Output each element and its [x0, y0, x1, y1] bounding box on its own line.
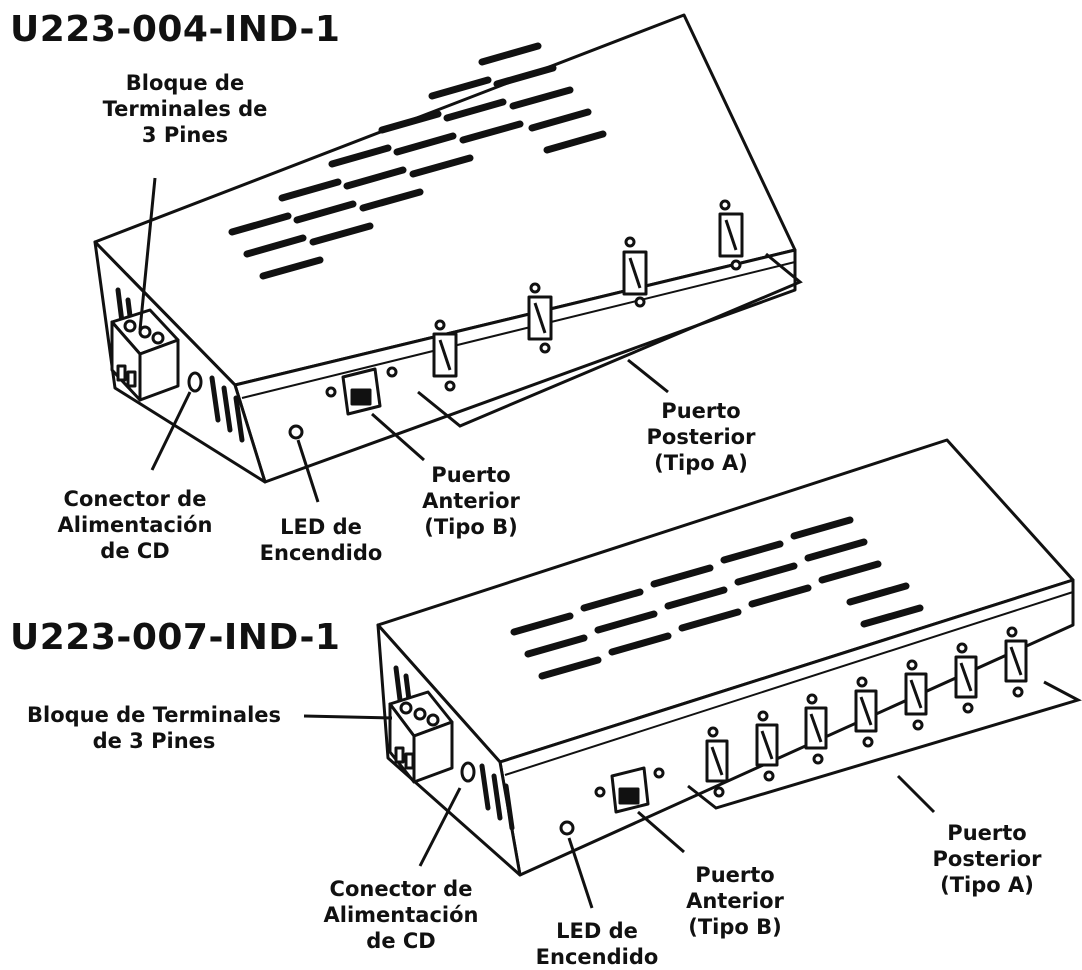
hub1-rear-port-label: Puerto Posterior (Tipo A) [646, 399, 756, 475]
hub1-terminal-block-label: Bloque de Terminales de 3 Pines [102, 71, 268, 147]
hub1-dc-connector-label: Conector de Alimentación de CD [57, 487, 213, 563]
hub2-end-vents [393, 665, 515, 831]
hub2-dc-connector [460, 761, 476, 783]
hub2-illustration [376, 438, 1075, 877]
hub2-terminal-block-label: Bloque de Terminales de 3 Pines [26, 703, 282, 753]
hub1-dc-connector [187, 371, 203, 393]
hub1-power-led [288, 424, 304, 440]
hub2-callout-lines [303, 680, 1082, 909]
hub1-model-title: U223-004-IND-1 [10, 9, 341, 50]
hub1-terminal-block [110, 308, 180, 402]
hub2-rear-port-label: Puerto Posterior (Tipo A) [932, 821, 1042, 897]
hub1-end-face [93, 240, 267, 484]
hub2-front-port-label: Puerto Anterior (Tipo B) [686, 863, 784, 939]
hub2-front-port-usb-b [594, 766, 665, 814]
hub2-model-title: U223-007-IND-1 [10, 617, 341, 658]
hub2-rear-ports-usb-a [705, 626, 1028, 798]
hub2-top-vents [510, 516, 924, 680]
hub1-front-port-usb-b [325, 366, 398, 416]
hub1-power-led-label: LED de Encendido [259, 515, 383, 565]
hub1-top-vents [228, 42, 607, 280]
hub2-dc-connector-label: Conector de Alimentación de CD [323, 877, 479, 953]
hub1-illustration [93, 13, 797, 484]
hub2-power-led-label: LED de Encendido [535, 919, 659, 969]
hub1-rear-ports-usb-a [432, 199, 744, 392]
hub2-power-led [559, 820, 575, 836]
hub1-callout-lines [138, 177, 803, 503]
hub1-front-port-label: Puerto Anterior (Tipo B) [422, 463, 520, 539]
hub2-terminal-block [388, 690, 454, 784]
